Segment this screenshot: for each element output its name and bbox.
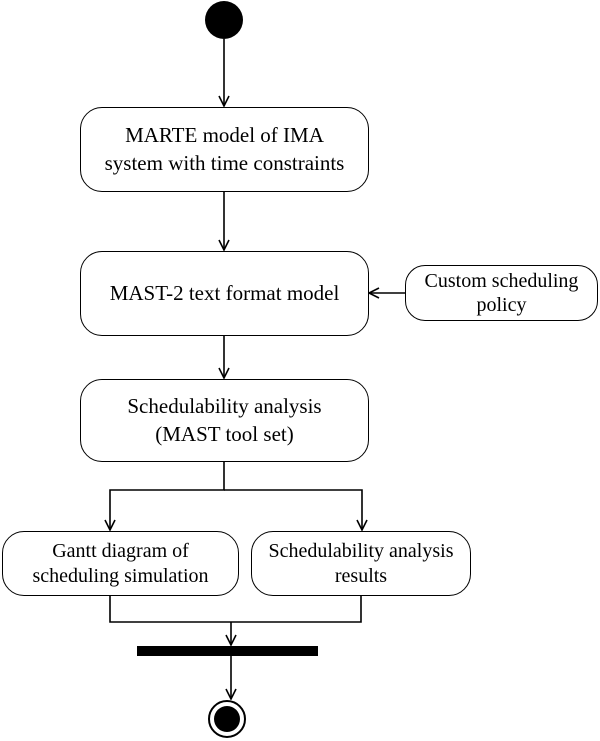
node-analysis-line1: Schedulability analysis	[127, 394, 322, 419]
join-connector	[109, 596, 362, 623]
node-analysis-line2: (MAST tool set)	[155, 421, 294, 446]
node-results-line2: results	[334, 564, 388, 587]
node-custom-policy-line1: Custom scheduling	[424, 270, 579, 292]
edge-analysis-to-gantt	[110, 462, 225, 530]
node-results-line1: Schedulability analysis	[268, 539, 454, 562]
node-custom-policy: Custom scheduling policy	[405, 265, 598, 321]
initial-node	[205, 1, 243, 39]
final-node-core	[214, 706, 240, 732]
node-marte-model-line2: system with time constraints	[104, 150, 345, 175]
join-bar	[137, 646, 318, 656]
node-marte-model-line1: MARTE model of IMA	[125, 123, 324, 148]
edge-analysis-to-results	[224, 489, 362, 530]
node-mast-model: MAST-2 text format model	[80, 251, 369, 336]
node-gantt: Gantt diagram of scheduling simulation	[2, 531, 239, 596]
node-gantt-line1: Gantt diagram of	[52, 539, 189, 562]
node-mast-model-line1: MAST-2 text format model	[109, 280, 340, 305]
node-marte-model: MARTE model of IMA system with time cons…	[80, 107, 369, 192]
node-results: Schedulability analysis results	[251, 531, 471, 596]
node-analysis: Schedulability analysis (MAST tool set)	[80, 379, 369, 462]
node-custom-policy-line2: policy	[476, 294, 527, 316]
node-gantt-line2: scheduling simulation	[32, 564, 209, 587]
